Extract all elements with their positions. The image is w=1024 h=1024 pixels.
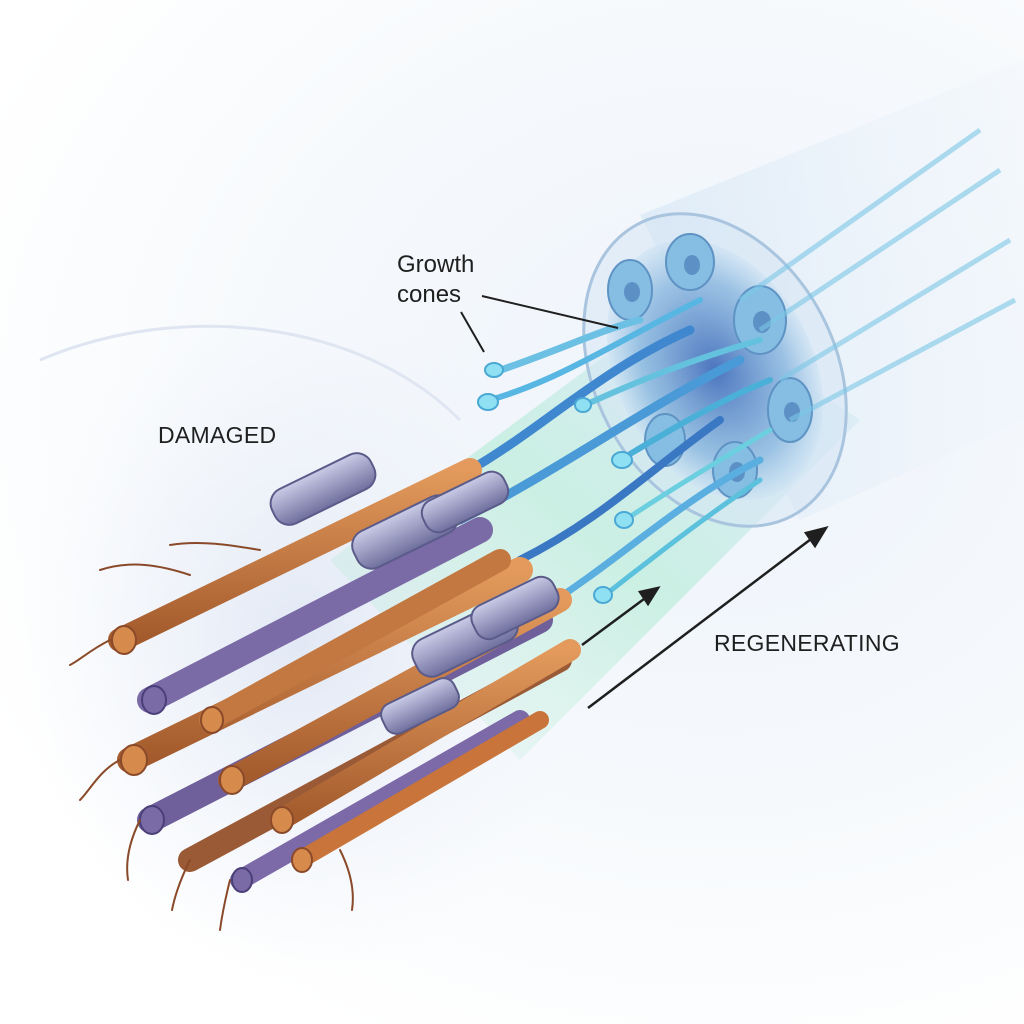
regenerating-axons [455,297,773,614]
damaged-label: DAMAGED [158,422,277,448]
myelin-sheaths [269,452,560,735]
growth-cone-pointer-2 [460,311,485,353]
growth-cones-label-line1: Growth [397,251,475,278]
direction-arrows [581,526,829,709]
growth-cones-label-line2: cones [397,281,462,308]
arrow-head-small [637,586,661,607]
growth-cones-label: Growth cones [397,250,474,310]
arrow-head-large [803,526,829,549]
growth-cone-pointer [481,295,619,329]
growth-cone-tips [477,362,634,604]
annotation-lines [460,295,619,353]
regenerating-label: REGENERATING [714,630,900,656]
frayed-ends [111,625,313,873]
